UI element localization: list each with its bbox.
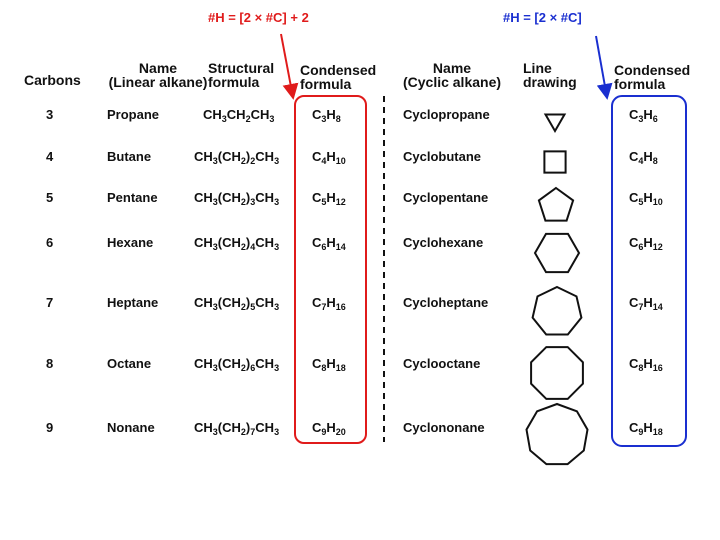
header-condensed-cyclic: Condensed formula: [614, 62, 691, 92]
carbon-count: 3: [46, 107, 54, 122]
linear-condensed-formula: C8H18: [312, 356, 346, 373]
ring-9-line-drawing: [525, 402, 589, 466]
carbon-count: 9: [46, 420, 54, 435]
carbon-count: 7: [46, 295, 54, 310]
header-line-drawing: Line drawing: [523, 60, 577, 90]
linear-condensed-formula: C6H14: [312, 235, 346, 252]
ring-6-line-drawing: [533, 232, 581, 274]
structural-formula: CH3(CH2)5CH3: [194, 295, 280, 312]
cyclic-alkane-name: Cyclooctane: [403, 356, 481, 371]
cyclic-alkane-name: Cyclopropane: [403, 107, 490, 122]
header-name-cyclic: Name (Cyclic alkane): [402, 60, 502, 90]
linear-condensed-formula: C3H8: [312, 107, 341, 124]
linear-condensed-formula: C5H12: [312, 190, 346, 207]
cyclic-condensed-formula: C3H6: [629, 107, 658, 124]
cyclic-condensed-formula: C4H8: [629, 149, 658, 166]
linear-formula-box: [294, 95, 367, 444]
ring-4-line-drawing: [543, 150, 567, 174]
cyclic-alkane-name: Cyclopentane: [403, 190, 489, 205]
red-arrow: [280, 33, 299, 100]
header-structural-formula: Structural formula: [208, 60, 275, 90]
cyclic-condensed-formula: C7H14: [629, 295, 663, 312]
cyclic-condensed-formula: C8H16: [629, 356, 663, 373]
cyclic-alkane-name: Cyclohexane: [403, 235, 484, 250]
linear-condensed-formula: C9H20: [312, 420, 346, 437]
cyclic-condensed-formula: C5H10: [629, 190, 663, 207]
header-condensed-linear: Condensed formula: [300, 62, 377, 92]
structural-formula: CH3(CH2)6CH3: [194, 356, 280, 373]
cyclic-condensed-formula: C6H12: [629, 235, 663, 252]
header-carbons: Carbons: [24, 72, 81, 88]
linear-alkane-name: Pentane: [107, 190, 158, 205]
cyclic-alkane-name: Cyclononane: [403, 420, 485, 435]
linear-condensed-formula: C4H10: [312, 149, 346, 166]
linear-condensed-formula: C7H16: [312, 295, 346, 312]
cyclic-rule-annotation: #H = [2 × #C]: [503, 10, 582, 25]
ring-7-line-drawing: [531, 285, 583, 336]
cyclic-alkane-name: Cycloheptane: [403, 295, 489, 310]
linear-alkane-name: Propane: [107, 107, 160, 122]
blue-arrow: [595, 35, 613, 100]
cyclic-condensed-formula: C9H18: [629, 420, 663, 437]
carbon-count: 8: [46, 356, 54, 371]
linear-alkane-name: Butane: [107, 149, 152, 164]
structural-formula: CH3CH2CH3: [203, 107, 275, 124]
linear-rule-annotation: #H = [2 × #C] + 2: [208, 10, 309, 25]
carbon-count: 6: [46, 235, 54, 250]
structural-formula: CH3(CH2)7CH3: [194, 420, 280, 437]
structural-formula: CH3(CH2)3CH3: [194, 190, 280, 207]
linear-alkane-name: Nonane: [107, 420, 155, 435]
structural-formula: CH3(CH2)4CH3: [194, 235, 280, 252]
linear-alkane-name: Hexane: [107, 235, 154, 250]
carbon-count: 5: [46, 190, 54, 205]
cyclic-alkane-name: Cyclobutane: [403, 149, 482, 164]
linear-alkane-name: Octane: [107, 356, 152, 371]
line-drawings: [525, 113, 589, 466]
carbon-count: 4: [46, 149, 54, 164]
ring-5-line-drawing: [537, 186, 575, 222]
structural-formula: CH3(CH2)2CH3: [194, 149, 280, 166]
header-name-linear: Name (Linear alkane): [108, 60, 208, 90]
ring-3-line-drawing: [543, 113, 567, 134]
ring-8-line-drawing: [530, 346, 584, 400]
linear-alkane-name: Heptane: [107, 295, 159, 310]
cyclic-formula-box: [611, 95, 687, 447]
